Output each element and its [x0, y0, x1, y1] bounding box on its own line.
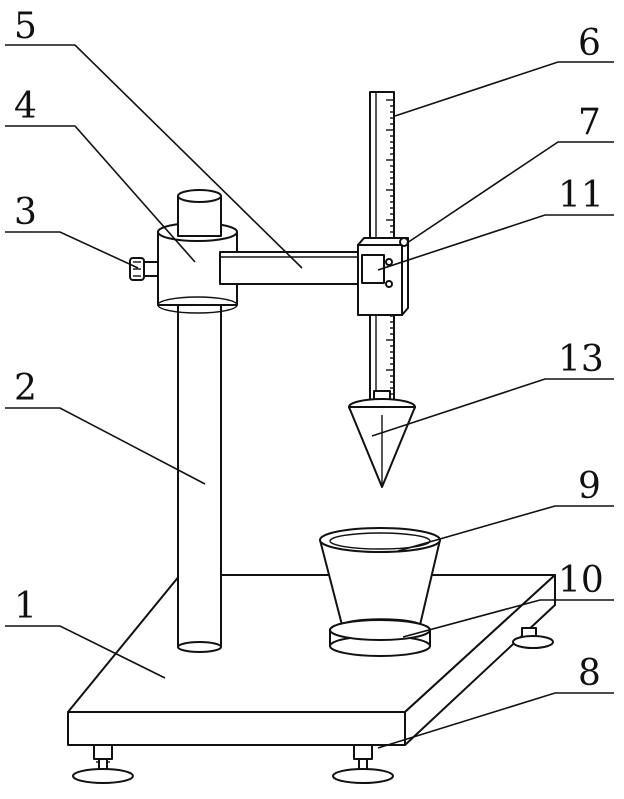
- callout-6: 6: [578, 23, 601, 64]
- horizontal-arm: [219, 251, 359, 285]
- callout-labels: 5 4 3 2 1 6 7 11 13 9 10 8: [14, 6, 604, 694]
- callout-2: 2: [14, 368, 37, 409]
- callout-5: 5: [14, 6, 37, 47]
- leader-lines: [5, 44, 614, 749]
- callout-1: 1: [14, 586, 37, 627]
- callout-9: 9: [578, 466, 601, 507]
- callout-7: 7: [578, 102, 601, 143]
- leveling-foot: [332, 744, 394, 784]
- callout-8: 8: [578, 653, 601, 694]
- callout-13: 13: [558, 339, 604, 380]
- cup-holder: [329, 619, 431, 657]
- base-plate: [67, 574, 556, 746]
- leveling-foot: [512, 627, 554, 649]
- leveling-foot: [72, 744, 134, 784]
- slider-block: [357, 237, 409, 316]
- locking-knob: [129, 257, 159, 281]
- callout-10: 10: [558, 560, 604, 601]
- callout-3: 3: [14, 192, 37, 233]
- support-column: [177, 304, 222, 653]
- cone-probe: [348, 390, 416, 488]
- callout-11: 11: [558, 175, 604, 216]
- callout-4: 4: [14, 86, 37, 127]
